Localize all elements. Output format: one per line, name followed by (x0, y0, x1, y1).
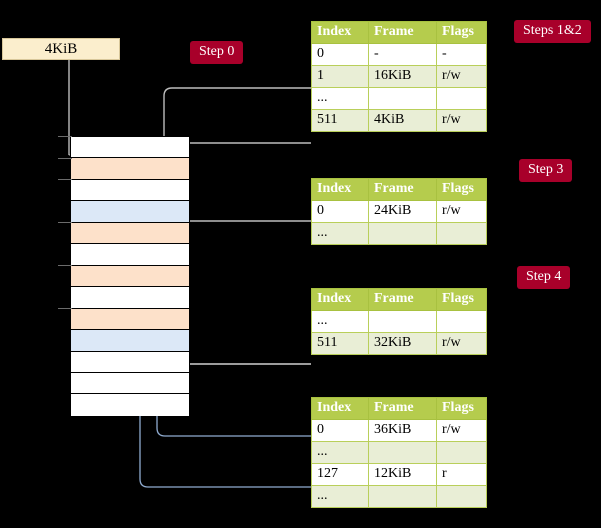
cell-index: ... (311, 485, 369, 509)
memory-row (71, 179, 189, 202)
column-header-index: Index (311, 287, 369, 312)
column-header-index: Index (311, 177, 369, 202)
wire-step4 (164, 296, 311, 365)
cell-flags: r/w (436, 419, 487, 443)
memory-row (71, 394, 189, 416)
table-row: ... (311, 222, 487, 246)
table-row: 0-- (311, 43, 487, 67)
cell-index: 511 (311, 332, 369, 356)
cell-flags: - (436, 43, 487, 67)
cell-index: ... (311, 441, 369, 465)
column-header-index: Index (311, 20, 369, 45)
cell-frame (368, 441, 437, 465)
cell-flags: r/w (436, 332, 487, 356)
memory-row (71, 244, 189, 266)
cell-frame: 24KiB (368, 200, 437, 224)
cell-index: 1 (311, 65, 369, 89)
column-header-index: Index (311, 396, 369, 421)
cell-index: ... (311, 87, 369, 111)
cell-frame (368, 87, 437, 111)
table-row: ... (311, 87, 487, 111)
wire-step3 (179, 220, 311, 247)
cell-frame (368, 485, 437, 509)
cell-index: ... (311, 222, 369, 246)
badge-steps-1-2: Steps 1&2 (514, 20, 591, 43)
column-header-flags: Flags (436, 20, 487, 45)
cell-index: 511 (311, 109, 369, 133)
memory-row (71, 137, 189, 159)
memory-row (71, 265, 189, 288)
cell-flags (436, 485, 487, 509)
cell-index: 0 (311, 200, 369, 224)
table-row: ... (311, 441, 487, 465)
badge-step-0: Step 0 (190, 41, 244, 64)
cell-flags (436, 87, 487, 111)
column-header-flags: Flags (436, 177, 487, 202)
memory-row (71, 287, 189, 309)
cell-index: 127 (311, 463, 369, 487)
column-header-frame: Frame (368, 177, 437, 202)
cell-index: 0 (311, 43, 369, 67)
cell-flags: r (436, 463, 487, 487)
column-header-frame: Frame (368, 396, 437, 421)
cell-flags (436, 310, 487, 334)
column-header-frame: Frame (368, 287, 437, 312)
cell-flags: r/w (436, 65, 487, 89)
memory-tick (58, 158, 72, 159)
table-row: ... (311, 310, 487, 334)
memory-tick (58, 179, 72, 180)
column-header-flags: Flags (436, 287, 487, 312)
badge-step-4: Step 4 (517, 266, 571, 289)
table-row: ... (311, 485, 487, 509)
cell-flags: r/w (436, 200, 487, 224)
cell-frame: 32KiB (368, 332, 437, 356)
memory-row (71, 201, 189, 223)
cell-frame: 4KiB (368, 109, 437, 133)
source-size-label: 4KiB (44, 40, 78, 57)
cell-index: ... (311, 310, 369, 334)
cell-flags (436, 222, 487, 246)
physical-memory-column (70, 136, 190, 416)
source-size-box: 4KiB (2, 38, 120, 60)
cell-frame: 12KiB (368, 463, 437, 487)
wire-step0 (60, 49, 77, 159)
memory-row (71, 372, 189, 395)
cell-frame: - (368, 43, 437, 67)
cell-frame (368, 310, 437, 334)
memory-tick (58, 136, 72, 137)
memory-tick (58, 265, 72, 266)
cell-flags (436, 441, 487, 465)
cell-frame (368, 222, 437, 246)
cell-index: 0 (311, 419, 369, 443)
memory-row (71, 351, 189, 373)
memory-tick (58, 308, 72, 309)
memory-row (71, 158, 189, 180)
memory-row (71, 330, 189, 352)
column-header-flags: Flags (436, 396, 487, 421)
memory-tick (58, 222, 72, 223)
memory-row (71, 222, 189, 245)
badge-step-3: Step 3 (519, 159, 573, 182)
memory-row (71, 308, 189, 331)
column-header-frame: Frame (368, 20, 437, 45)
cell-flags: r/w (436, 109, 487, 133)
cell-frame: 36KiB (368, 419, 437, 443)
cell-frame: 16KiB (368, 65, 437, 89)
